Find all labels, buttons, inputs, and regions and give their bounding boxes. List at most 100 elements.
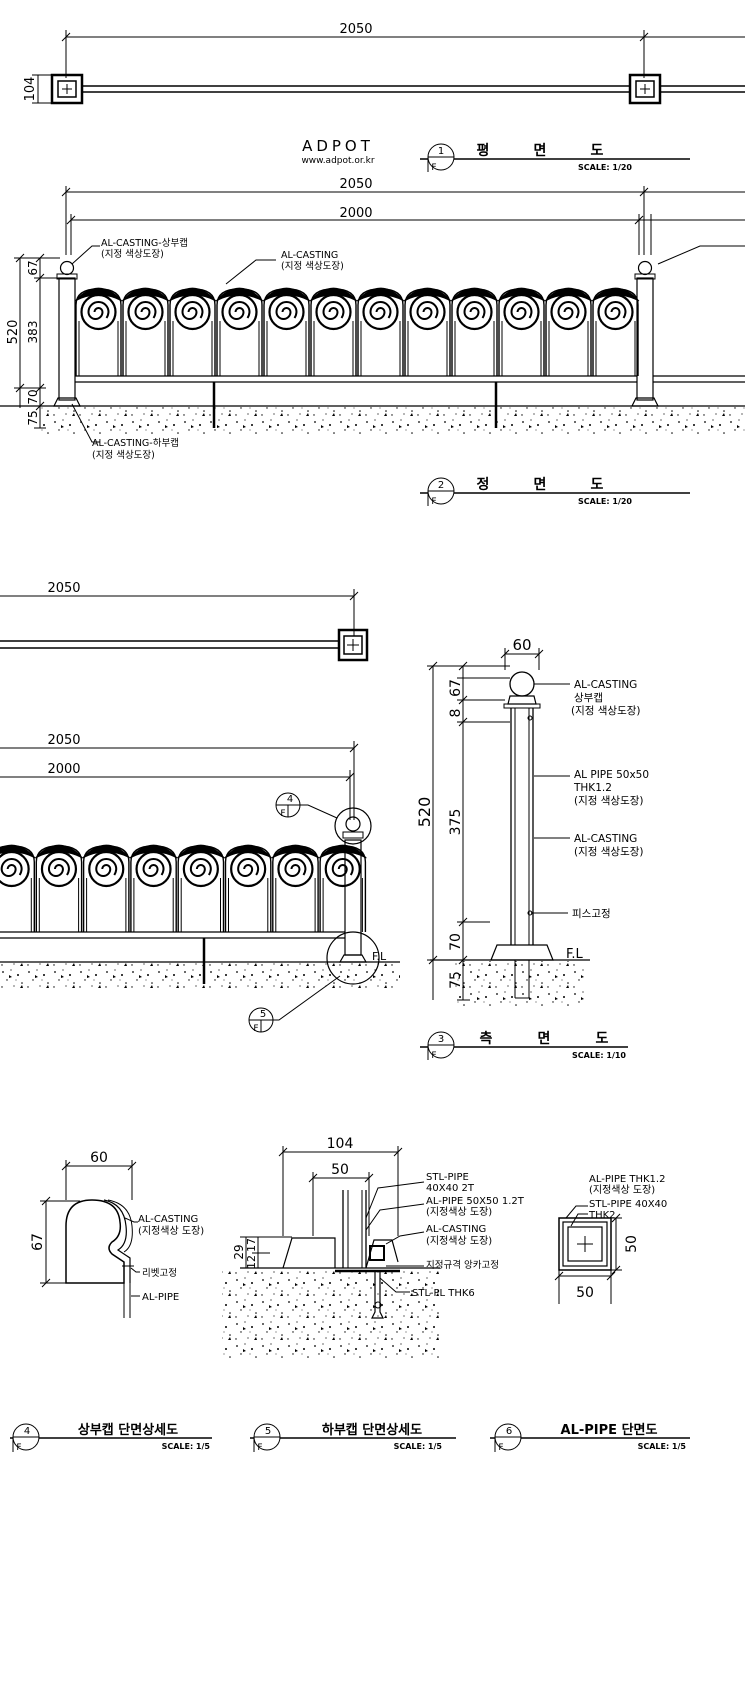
- title1-code: F: [431, 163, 436, 173]
- plan-view-b: [0, 589, 369, 662]
- d5-label-plate: STL-PL THK6: [412, 1288, 475, 1299]
- side3-h-total: 520: [415, 797, 434, 828]
- scroll-arch: [122, 288, 169, 376]
- scroll-spiral: [331, 858, 354, 877]
- scroll-spiral: [95, 858, 118, 877]
- scroll-arch: [451, 288, 498, 376]
- side3-label-cap-2: 상부캡: [574, 692, 603, 704]
- side3-label-casting: AL-CASTING: [574, 833, 637, 845]
- scroll-arch: [0, 845, 35, 932]
- scroll-ring: [362, 293, 399, 331]
- elev2-leaders: [71, 245, 745, 443]
- scroll-spiral: [604, 301, 627, 320]
- d5-label-al-pipe: AL-PIPE 50X50 1.2T: [426, 1196, 525, 1207]
- scroll-arch: [263, 288, 310, 376]
- title5-number: 5: [265, 1426, 271, 1437]
- scroll-spiral: [510, 301, 533, 320]
- title2-code: F: [431, 497, 436, 507]
- elevationb-soil: [0, 963, 400, 989]
- d4-label-rivet: 리벳고정: [142, 1268, 177, 1279]
- elevation2-height-dims: [14, 253, 60, 429]
- side3-label-casting-2: (지정 색상도장): [574, 846, 644, 858]
- scroll-spiral: [284, 858, 307, 877]
- brand-url: www.adpot.or.kr: [301, 156, 374, 166]
- scroll-spiral: [47, 858, 70, 877]
- d5-label-anchor: 지정규격 앙카고정: [426, 1259, 499, 1271]
- d5-soil: [222, 1270, 442, 1358]
- scroll-spiral: [322, 301, 345, 320]
- scroll-ring: [277, 850, 314, 888]
- d5-h1: 29: [232, 1244, 246, 1259]
- callout-4-code: F: [280, 809, 285, 819]
- plan1-width-dim: 2050: [339, 22, 372, 37]
- scroll-ring: [40, 850, 78, 888]
- title-block-2: [420, 477, 690, 506]
- title3-char-2: 면: [538, 1030, 551, 1047]
- side3-label-cap-3: (지정 색상도장): [571, 705, 641, 717]
- scroll-ring: [221, 293, 258, 331]
- scroll-ring: [315, 293, 352, 331]
- elev2-h-embed: 75: [26, 410, 40, 425]
- side3-floor-level: F.L: [566, 947, 584, 962]
- side3-label-pipe-2: THK1.2: [573, 782, 612, 794]
- scroll-ring: [409, 293, 446, 331]
- scroll-arch: [177, 845, 225, 932]
- elevb-dim-total: 2050: [47, 733, 80, 748]
- side3-h-8: 8: [448, 709, 464, 718]
- scroll-arch: [310, 288, 357, 376]
- scroll-arch: [169, 288, 216, 376]
- scroll-ring: [456, 293, 493, 331]
- title6-scale: SCALE: 1/5: [638, 1442, 687, 1451]
- title-block-5: [250, 1423, 456, 1452]
- title3-scale: SCALE: 1/10: [572, 1051, 626, 1060]
- scroll-spiral: [463, 301, 486, 320]
- scroll-arch: [224, 845, 272, 932]
- title5-text: 하부캡 단면상세도: [322, 1422, 422, 1438]
- scroll-arch: [35, 845, 83, 932]
- scroll-ring: [503, 293, 540, 331]
- brand-logo: ADPOT: [302, 137, 374, 155]
- d6-label-stl-pipe-2: THK2: [588, 1210, 616, 1221]
- d6-width: 50: [576, 1285, 594, 1301]
- title4-text: 상부캡 단면상세도: [78, 1422, 178, 1438]
- scroll-spiral: [557, 301, 580, 320]
- callout-5-code: F: [253, 1024, 258, 1034]
- elev2-label-casting-note: (지정 색상도장): [281, 261, 344, 272]
- d4-height: 67: [30, 1233, 46, 1251]
- side3-soil: [455, 961, 585, 1007]
- title5-code: F: [257, 1443, 262, 1453]
- scroll-arch: [498, 288, 545, 376]
- elev2-label-top-cap-note: (지정 색상도장): [101, 249, 164, 260]
- scroll-arch: [82, 845, 130, 932]
- d6-label-al-pipe: AL-PIPE THK1.2: [589, 1174, 665, 1185]
- title1-number: 1: [438, 146, 444, 157]
- elevb-dim-inner: 2000: [47, 762, 80, 777]
- callout-5-number: 5: [260, 1009, 266, 1020]
- elev2-label-bottom-cap: AL-CASTING-하부캡: [92, 437, 179, 449]
- elev2-label-bottom-cap-note: (지정 색상도장): [92, 450, 155, 461]
- scroll-ring: [324, 850, 361, 888]
- title6-number: 6: [506, 1426, 512, 1437]
- scroll-arch: [357, 288, 404, 376]
- scroll-arch: [272, 845, 319, 932]
- scroll-spiral: [275, 301, 298, 320]
- d5-label-al-pipe-2: (지정색상 도장): [426, 1206, 492, 1218]
- side3-label-pipe: AL PIPE 50x50: [574, 769, 649, 781]
- scroll-ring: [174, 293, 211, 331]
- d4-label-pipe: AL-PIPE: [142, 1292, 179, 1303]
- scroll-arch: [592, 288, 639, 376]
- d5-label-stl-pipe-2: 40X40 2T: [426, 1183, 475, 1194]
- elev2-dim-total: 2050: [339, 177, 372, 192]
- title4-number: 4: [24, 1426, 30, 1437]
- title1-char-3: 도: [591, 143, 604, 159]
- title-block-3: [420, 1031, 628, 1060]
- scroll-ring: [230, 850, 267, 888]
- d6-height: 50: [624, 1235, 640, 1253]
- scroll-spiral: [0, 858, 23, 877]
- title4-scale: SCALE: 1/5: [162, 1442, 211, 1451]
- scroll-spiral: [181, 301, 204, 320]
- scroll-spiral: [189, 858, 212, 877]
- title3-number: 3: [438, 1034, 444, 1045]
- elevation2-scroll-panels: [74, 287, 640, 376]
- side3-label-cap: AL-CASTING: [574, 679, 637, 691]
